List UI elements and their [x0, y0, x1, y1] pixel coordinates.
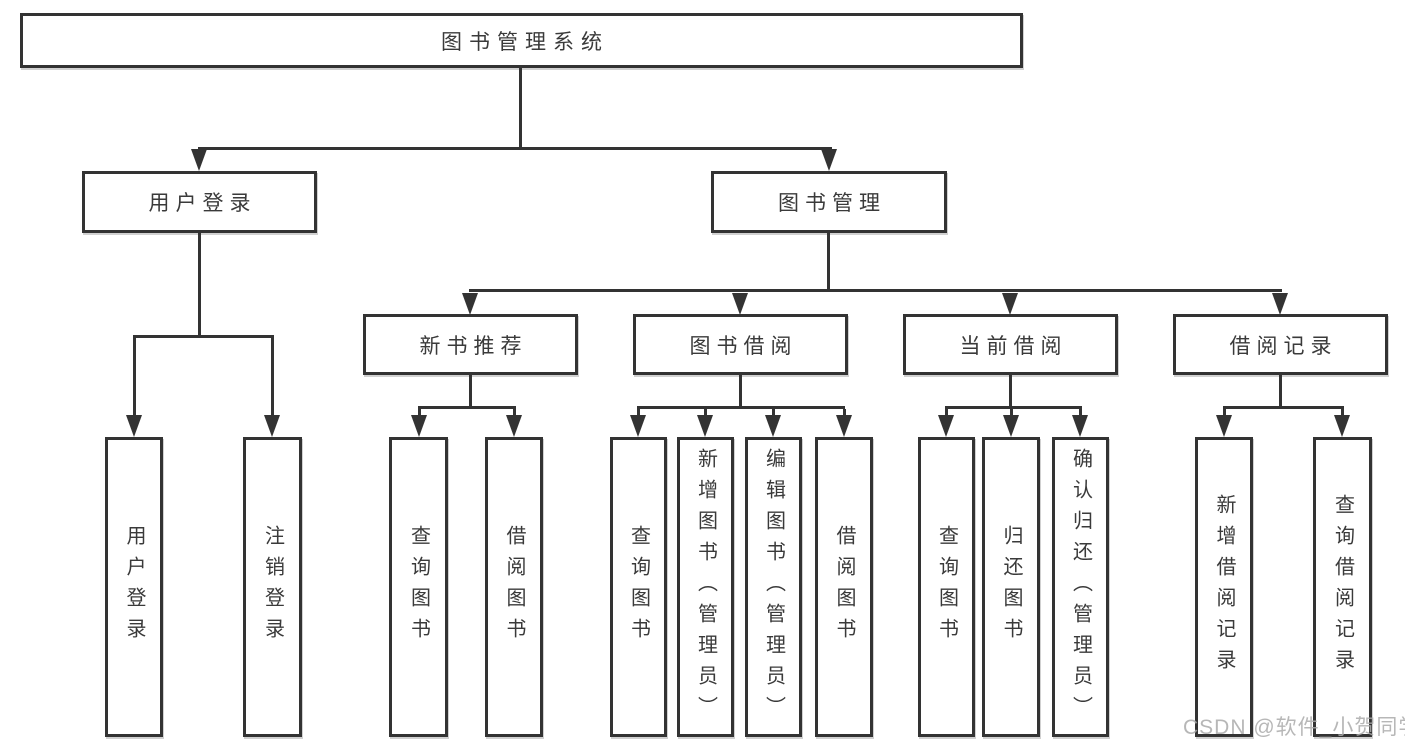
arrow-down-icon — [1072, 415, 1088, 437]
connector-line — [843, 409, 846, 416]
arrow-down-icon — [1003, 415, 1019, 437]
connector-line — [739, 375, 742, 406]
node-leaf-query-books-recommend: 查询图书 — [389, 437, 448, 737]
node-book-management: 图书管理 — [711, 171, 947, 233]
leaf-label: 注销登录 — [261, 525, 284, 649]
arrow-down-icon — [821, 149, 837, 171]
connector-line — [637, 409, 640, 416]
arrow-down-icon — [1272, 293, 1288, 315]
leaf-label: 新增图书（管理员） — [694, 447, 717, 727]
arrow-down-icon — [411, 415, 427, 437]
arrow-down-icon — [264, 415, 280, 437]
connector-line — [637, 406, 845, 409]
arrow-down-icon — [697, 415, 713, 437]
arrow-down-icon — [506, 415, 522, 437]
connector-line — [1223, 406, 1344, 409]
leaf-label: 查询借阅记录 — [1331, 494, 1354, 680]
node-leaf-query-borrow-record: 查询借阅记录 — [1313, 437, 1372, 737]
arrow-down-icon — [938, 415, 954, 437]
node-leaf-query-books-borrow: 查询图书 — [610, 437, 667, 737]
leaf-label: 确认归还（管理员） — [1069, 447, 1092, 727]
connector-line — [133, 338, 136, 416]
node-user-login: 用户登录 — [82, 171, 317, 233]
node-borrowing-records: 借阅记录 — [1173, 314, 1388, 375]
arrow-down-icon — [732, 293, 748, 315]
node-leaf-confirm-return-admin: 确认归还（管理员） — [1052, 437, 1109, 737]
connector-line — [469, 375, 472, 406]
arrow-down-icon — [191, 149, 207, 171]
node-leaf-logout: 注销登录 — [243, 437, 302, 737]
connector-line — [418, 406, 516, 409]
connector-line — [1223, 409, 1226, 416]
node-current-borrowing: 当前借阅 — [903, 314, 1118, 375]
leaf-label: 借阅图书 — [833, 525, 855, 649]
node-new-book-recommendation: 新书推荐 — [363, 314, 578, 375]
node-leaf-borrow-books-recommend: 借阅图书 — [485, 437, 543, 737]
connector-line — [772, 409, 775, 416]
leaf-label: 查询图书 — [627, 525, 650, 649]
node-leaf-query-books-current: 查询图书 — [918, 437, 975, 737]
connector-line — [1079, 409, 1082, 416]
connector-line — [1009, 375, 1012, 406]
leaf-label: 借阅图书 — [503, 525, 525, 649]
arrow-down-icon — [1002, 293, 1018, 315]
leaf-label: 新增借阅记录 — [1213, 494, 1235, 680]
connector-line — [945, 409, 948, 416]
connector-line — [133, 335, 274, 338]
arrow-down-icon — [126, 415, 142, 437]
arrow-down-icon — [765, 415, 781, 437]
leaf-label: 查询图书 — [935, 525, 958, 649]
leaf-label: 编辑图书（管理员） — [762, 447, 785, 727]
arrow-down-icon — [630, 415, 646, 437]
connector-line — [827, 233, 830, 289]
leaf-label: 用户登录 — [123, 525, 145, 649]
node-leaf-add-books-admin: 新增图书（管理员） — [677, 437, 734, 737]
arrow-down-icon — [836, 415, 852, 437]
leaf-label: 查询图书 — [407, 525, 430, 649]
connector-line — [418, 409, 421, 416]
connector-line — [1010, 409, 1013, 416]
node-leaf-user-login: 用户登录 — [105, 437, 163, 737]
connector-line — [704, 409, 707, 416]
connector-line — [271, 338, 274, 416]
node-library-management-system: 图书管理系统 — [20, 13, 1023, 68]
csdn-watermark: CSDN @软件_小贺同学 — [1183, 716, 1405, 739]
node-leaf-edit-books-admin: 编辑图书（管理员） — [745, 437, 802, 737]
connector-line — [198, 147, 832, 150]
connector-line — [519, 68, 522, 147]
arrow-down-icon — [1216, 415, 1232, 437]
node-book-borrowing: 图书借阅 — [633, 314, 848, 375]
leaf-label: 归还图书 — [1000, 525, 1022, 649]
connector-line — [1279, 375, 1282, 406]
arrow-down-icon — [462, 293, 478, 315]
arrow-down-icon — [1334, 415, 1350, 437]
connector-line — [469, 289, 1282, 292]
node-leaf-borrow-books: 借阅图书 — [815, 437, 873, 737]
connector-line — [198, 233, 201, 335]
connector-line — [945, 406, 1082, 409]
node-leaf-return-books: 归还图书 — [982, 437, 1040, 737]
node-leaf-add-borrow-record: 新增借阅记录 — [1195, 437, 1253, 737]
connector-line — [513, 409, 516, 416]
connector-line — [1341, 409, 1344, 416]
